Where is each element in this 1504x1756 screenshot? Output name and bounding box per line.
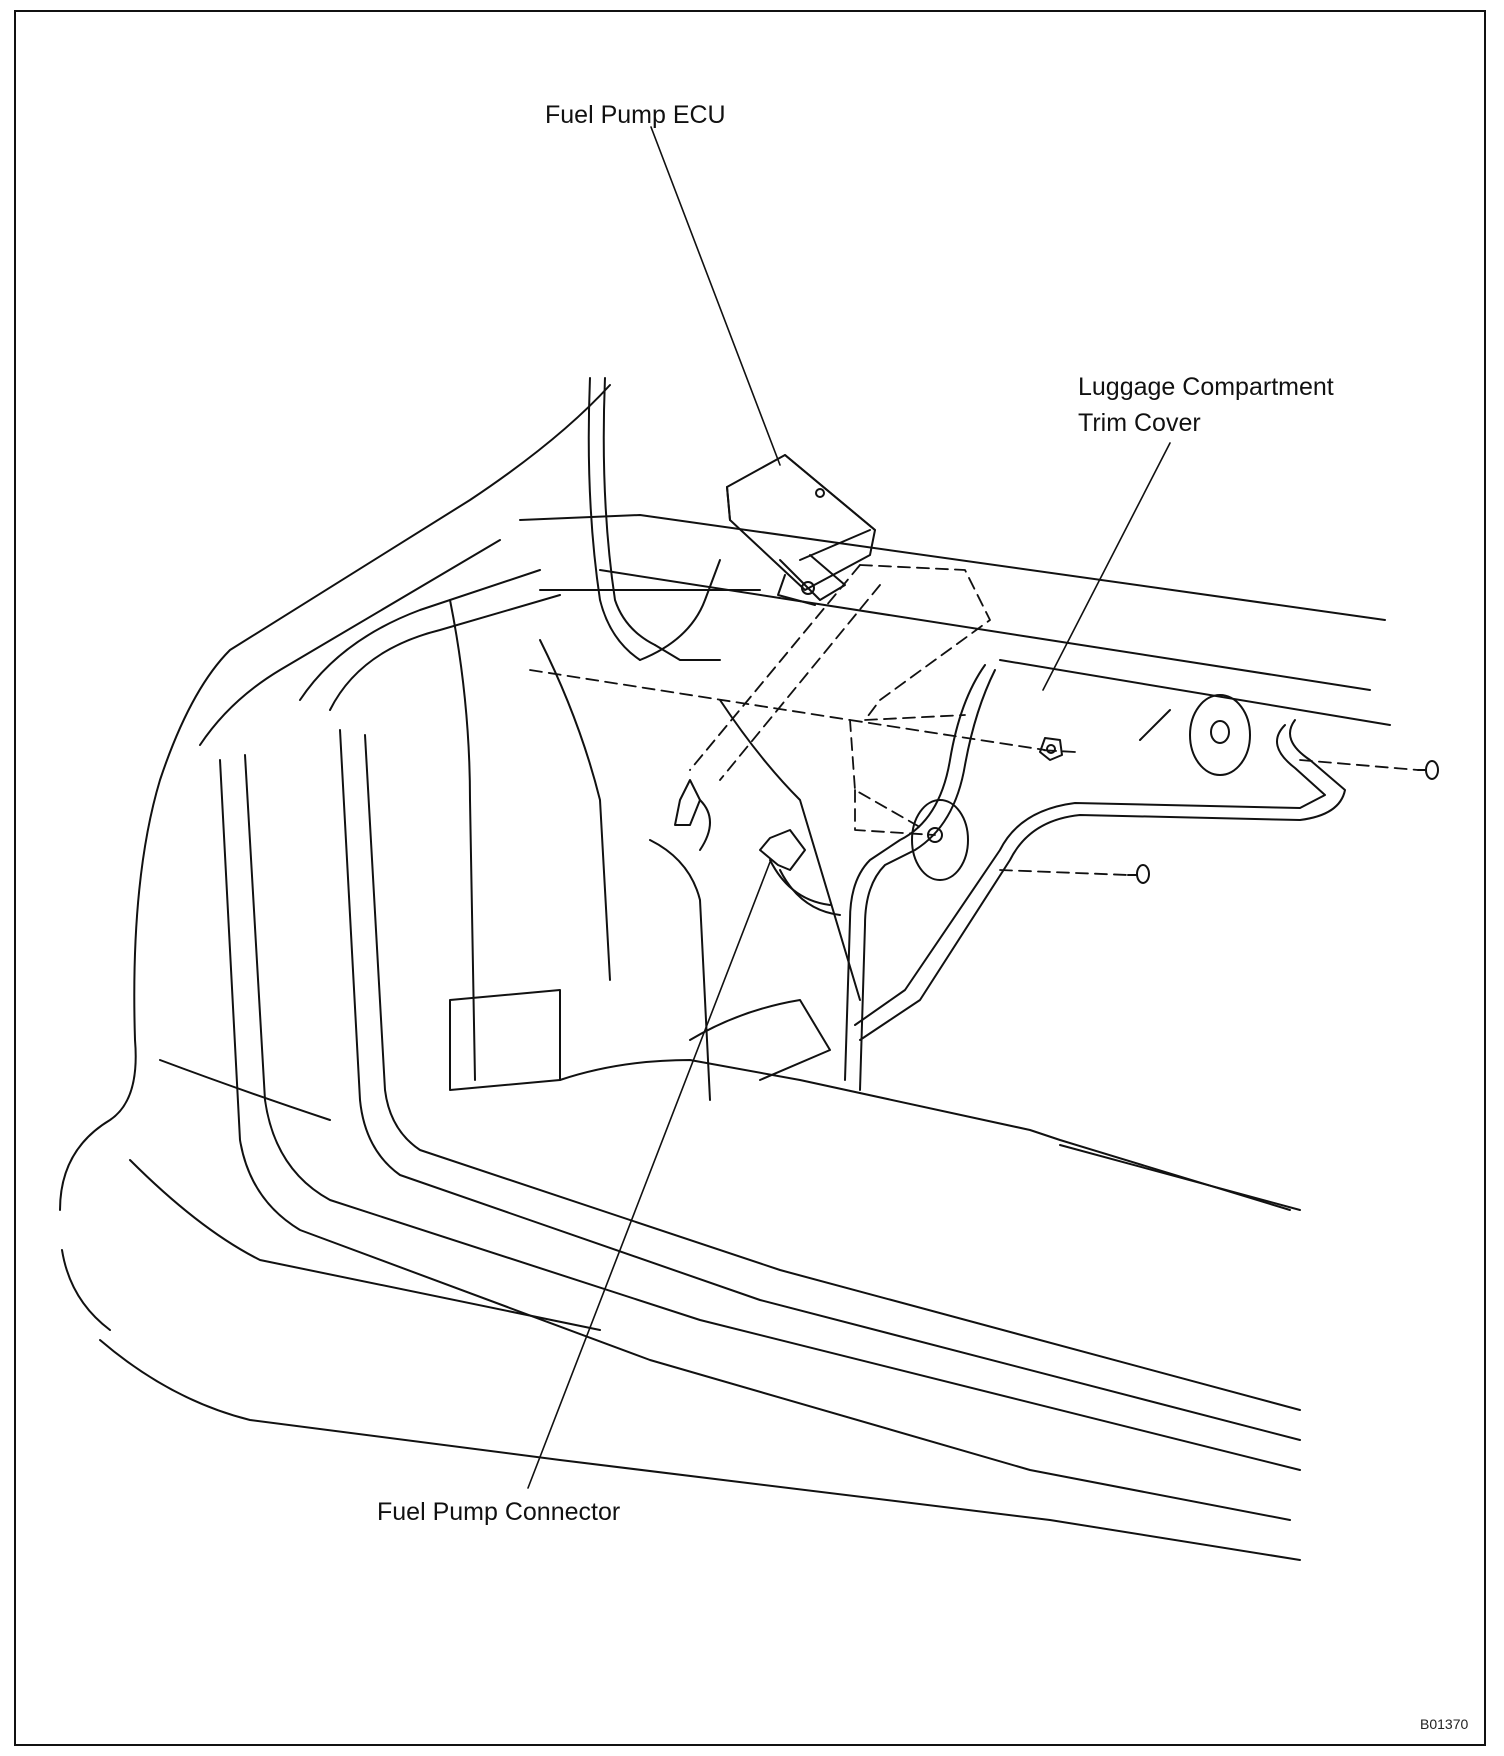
leader-line-connector <box>527 861 771 1489</box>
car-body-outline <box>59 384 1301 1561</box>
package-tray <box>519 514 1391 726</box>
leader-line-ecu <box>650 126 781 466</box>
fuel-pump-ecu-unit <box>726 454 876 606</box>
leader-line-trim-cover <box>1042 442 1171 691</box>
fasteners <box>1039 737 1439 884</box>
fuel-pump-connector-unit <box>674 779 841 916</box>
figure-code: B01370 <box>1420 1716 1469 1732</box>
leader-lines <box>527 126 1171 1489</box>
trunk-interior <box>449 599 1301 1211</box>
fuel-pump-connector-label: Fuel Pump Connector <box>377 1498 621 1526</box>
trim-cover-label-line1: Luggage Compartment <box>1078 373 1334 401</box>
trim-cover-label-line2: Trim Cover <box>1078 409 1201 437</box>
diagram-frame <box>14 10 1486 1746</box>
trim-cover-panel <box>844 664 1346 1091</box>
dashed-guide-lines <box>529 564 1419 876</box>
trunk-hinge <box>587 377 721 661</box>
fuel-pump-ecu-label: Fuel Pump ECU <box>545 101 726 129</box>
